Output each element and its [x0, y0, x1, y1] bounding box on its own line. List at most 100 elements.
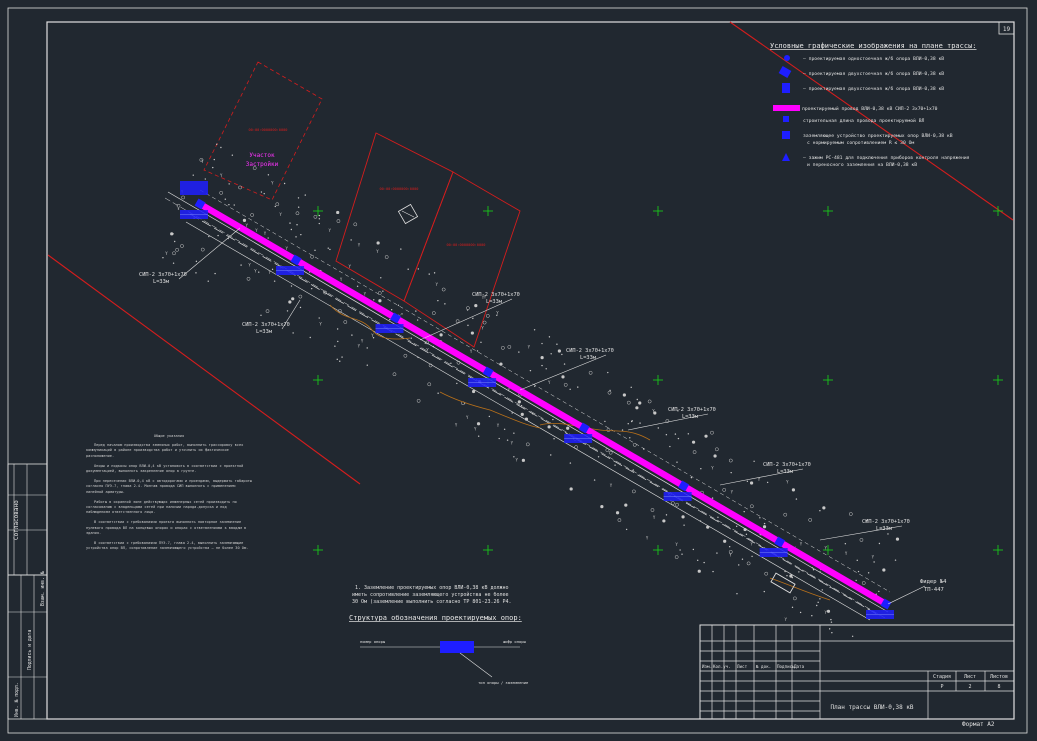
terrain-symbol	[716, 552, 718, 554]
terrain-symbol	[550, 454, 552, 456]
legend-symbol-single-pole	[784, 55, 790, 61]
terrain-symbol	[336, 328, 339, 330]
terrain-symbol	[895, 537, 900, 541]
notes-paragraph: Перед началом производства земляных рабо…	[86, 443, 244, 458]
terrain-symbol: Y	[528, 345, 531, 350]
terrain-symbol	[662, 519, 666, 523]
terrain-symbol	[859, 538, 864, 542]
terrain-symbol: Y	[361, 338, 364, 343]
terrain-symbol	[372, 337, 375, 339]
terrain-symbol: Y	[800, 542, 803, 547]
stage-header: Стадия	[933, 674, 951, 680]
terrain-symbol	[830, 621, 833, 623]
terrain-symbol	[337, 340, 339, 343]
terrain-symbol	[691, 440, 696, 444]
terrain-symbol	[635, 406, 639, 410]
terrain-symbol	[217, 234, 219, 237]
terrain-symbol	[563, 382, 568, 387]
proposed-pole-icon	[774, 536, 786, 548]
terrain-symbol: Y	[328, 228, 331, 233]
legend-item-text: – проектируемая двухстоечная ж/б опора В…	[803, 85, 944, 92]
terrain-symbol: Y	[484, 294, 487, 299]
terrain-symbol	[541, 342, 543, 345]
terrain-symbol	[746, 561, 751, 566]
terrain-symbol	[783, 512, 788, 517]
terrain-symbol: Y	[264, 231, 267, 236]
terrain-symbol	[219, 190, 224, 195]
proposed-pole-icon	[678, 480, 690, 492]
cable-label-leader	[819, 525, 903, 541]
terrain-symbol	[816, 604, 818, 607]
terrain-symbol: Y	[254, 268, 257, 273]
title-block	[699, 624, 1015, 720]
terrain-symbol	[743, 510, 745, 513]
terrain-symbol	[683, 524, 685, 526]
terrain-symbol	[518, 351, 520, 353]
proposed-pole-icon	[578, 422, 590, 434]
terrain-symbol	[295, 236, 297, 238]
legend-item-text: – проектируемая одностоечная ж/б опора В…	[803, 55, 944, 62]
terrain-symbol	[437, 299, 439, 302]
terrain-symbol	[588, 370, 593, 375]
terrain-symbol	[626, 400, 631, 405]
transformer-substation-icon	[770, 572, 796, 594]
terrain-symbol	[636, 398, 638, 401]
terrain-symbol	[615, 511, 620, 515]
terrain-symbol: Y	[255, 228, 258, 233]
terrain-symbol	[679, 549, 681, 551]
legend-title: Условные графические изображения на план…	[770, 42, 977, 50]
terrain-symbol	[728, 549, 733, 554]
grid-crosses	[313, 206, 1003, 555]
terrain-symbol	[791, 488, 796, 492]
terrain-symbol	[214, 272, 216, 275]
terrain-symbol	[474, 304, 478, 308]
note1-line1: 1. Заземление проектируемых опор ВЛИ-0,3…	[355, 585, 509, 591]
terrain-symbol	[376, 241, 380, 245]
terrain-symbol	[795, 498, 798, 500]
terrain-symbol	[290, 228, 293, 231]
terrain-symbol	[195, 260, 198, 263]
terrain-symbol	[466, 306, 470, 310]
terrain-symbol	[472, 389, 476, 394]
terrain-symbol	[373, 299, 375, 301]
terrain-symbol	[289, 222, 291, 224]
structure-label-left: номер опоры	[360, 639, 386, 644]
terrain-symbol	[521, 458, 525, 462]
terrain-symbol	[856, 559, 858, 562]
terrain-symbol	[857, 570, 860, 573]
terrain-symbol	[569, 388, 571, 391]
terrain-symbol	[224, 198, 227, 200]
terrain-symbol	[677, 410, 679, 412]
legend-item-text: заземляющее устройство проектируемых опо…	[803, 133, 953, 139]
terrain-symbol	[428, 273, 430, 275]
terrain-symbol	[216, 143, 218, 145]
terrain-symbol	[501, 346, 505, 350]
terrain-symbol	[622, 393, 626, 397]
terrain-symbol	[763, 590, 765, 593]
terrain-symbol: Y	[511, 441, 514, 446]
cable-label-leader	[178, 227, 241, 280]
terrain-symbol	[207, 280, 209, 282]
terrain-symbol	[366, 347, 368, 349]
terrain-symbol	[476, 422, 481, 426]
terrain-symbol	[366, 364, 368, 366]
terrain-symbol	[318, 222, 320, 225]
terrain-symbol	[295, 211, 300, 216]
terrain-symbol	[650, 508, 655, 512]
proposed-pole-icon	[482, 366, 494, 378]
terrain-symbol	[799, 611, 802, 614]
terrain-symbol	[444, 303, 446, 305]
terrain-symbol	[746, 480, 749, 483]
terrain-symbol	[415, 310, 417, 312]
stage-value: Р	[940, 684, 943, 690]
terrain-symbol	[817, 601, 819, 604]
terrain-symbol	[382, 290, 384, 292]
format-label: Формат А2	[962, 721, 995, 728]
cable-label-spec: СИП-2 3х70+1х70	[763, 462, 811, 468]
terrain-symbol	[624, 503, 628, 507]
terrain-symbol	[873, 561, 875, 563]
terrain-symbol	[181, 195, 185, 200]
terrain-symbol	[170, 232, 174, 236]
terrain-symbol	[867, 572, 870, 574]
terrain-symbol	[416, 319, 419, 321]
